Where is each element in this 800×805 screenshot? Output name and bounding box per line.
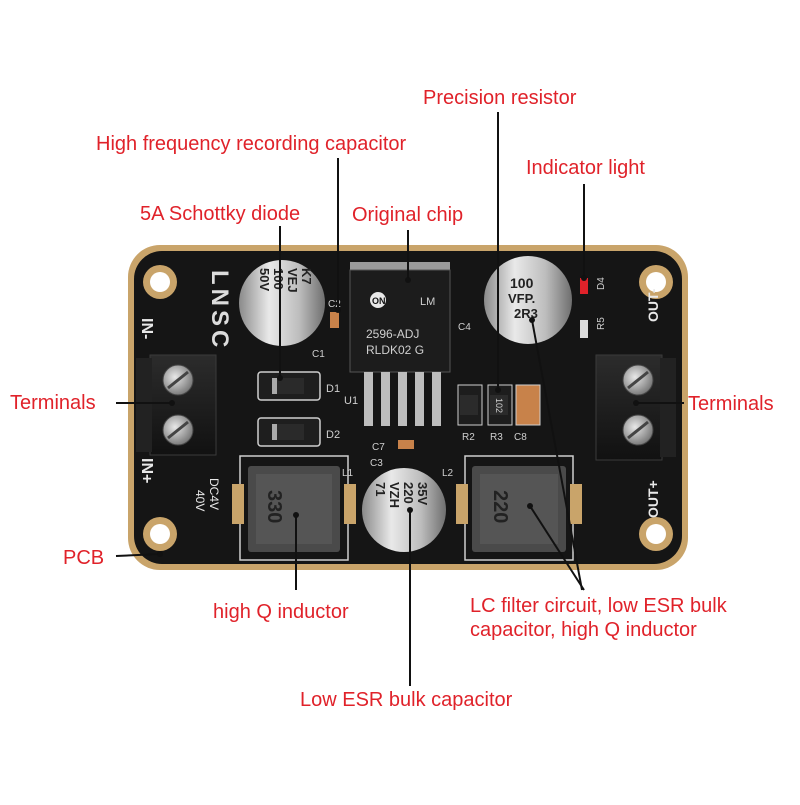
svg-text:R3: R3 xyxy=(490,432,503,443)
mounting-holes xyxy=(143,265,673,551)
svg-text:2596-ADJ: 2596-ADJ xyxy=(366,327,419,341)
svg-text:VFP.: VFP. xyxy=(508,291,535,306)
svg-text:100: 100 xyxy=(271,268,286,290)
svg-text:LM: LM xyxy=(420,296,435,308)
out-plus-silk: OUT+ xyxy=(645,480,661,518)
label-pcb: PCB xyxy=(63,547,105,569)
lm2596-chip: ON LM 2596-ADJ RLDK02 G xyxy=(349,262,451,426)
brand-silk: LNSC xyxy=(206,270,233,351)
label-terminals-left: Terminals xyxy=(10,392,96,414)
svg-text:U1: U1 xyxy=(344,395,358,407)
label-lc-filter: LC filter circuit, low ESR bulk capacito… xyxy=(470,595,727,641)
out-minus-silk: OUT- xyxy=(645,288,661,322)
resistor-r5 xyxy=(580,320,588,338)
svg-text:ON: ON xyxy=(372,296,386,306)
left-electrolytic-capacitor: K7 VEJ 100 50V xyxy=(239,260,325,346)
schottky-diode-d1 xyxy=(257,371,321,401)
svg-text:50V: 50V xyxy=(257,268,272,291)
leader-dots xyxy=(157,275,639,557)
leader-lc-capacitor xyxy=(531,319,583,591)
svg-text:L2: L2 xyxy=(442,468,454,479)
svg-text:35V: 35V xyxy=(415,482,430,505)
svg-text:220: 220 xyxy=(489,490,511,523)
leader-lines xyxy=(115,112,684,686)
svg-text:D2: D2 xyxy=(326,429,340,441)
dc-range-silk-1: DC4V xyxy=(207,478,221,510)
svg-text:71: 71 xyxy=(373,482,388,496)
label-terminals-right: Terminals xyxy=(688,393,774,415)
svg-text:D1: D1 xyxy=(326,383,340,395)
svg-text:R2: R2 xyxy=(462,432,475,443)
leader-lc-inductor xyxy=(529,505,585,591)
svg-text:RLDK02 G: RLDK02 G xyxy=(366,343,424,357)
svg-text:C1: C1 xyxy=(312,349,325,360)
svg-text:VEJ: VEJ xyxy=(285,268,300,293)
svg-text:R5: R5 xyxy=(596,317,607,330)
in-plus-silk: IN+ xyxy=(138,458,155,483)
svg-text:C3: C3 xyxy=(370,458,383,469)
label-low-esr-capacitor: Low ESR bulk capacitor xyxy=(300,689,513,711)
capacitor-c2 xyxy=(330,312,339,328)
inductor-l1: 330 xyxy=(232,455,356,561)
svg-text:C2: C2 xyxy=(328,299,341,310)
label-precision-resistor: Precision resistor xyxy=(423,87,577,109)
svg-text:330: 330 xyxy=(263,490,285,523)
dc-range-silk-2: 40V xyxy=(193,490,207,511)
label-high-q-inductor: high Q inductor xyxy=(213,601,349,623)
right-electrolytic-capacitor: 100 VFP. 2R3 xyxy=(484,256,572,344)
label-hf-capacitor: High frequency recording capacitor xyxy=(96,133,407,155)
svg-text:D4: D4 xyxy=(596,277,607,290)
right-terminal-block xyxy=(595,354,676,461)
svg-text:102: 102 xyxy=(494,398,504,413)
svg-text:C8: C8 xyxy=(514,432,527,443)
schottky-diode-d2 xyxy=(257,417,321,447)
svg-text:220: 220 xyxy=(401,482,416,504)
inductor-l2: 220 xyxy=(456,455,582,561)
indicator-led xyxy=(580,278,588,294)
label-original-chip: Original chip xyxy=(352,204,464,226)
middle-electrolytic-capacitor: 71 VZH 220 35V xyxy=(362,468,446,552)
label-schottky-diode: 5A Schottky diode xyxy=(140,203,301,225)
label-indicator-light: Indicator light xyxy=(526,157,645,179)
capacitor-c7 xyxy=(398,440,414,449)
svg-text:L1: L1 xyxy=(342,468,354,479)
svg-text:C4: C4 xyxy=(458,322,471,333)
left-terminal-block xyxy=(136,354,217,456)
in-minus-silk: IN- xyxy=(138,318,155,339)
svg-text:VZH: VZH xyxy=(387,482,402,508)
svg-text:K7: K7 xyxy=(299,268,314,285)
leader-pcb xyxy=(115,553,161,557)
svg-text:100: 100 xyxy=(510,275,534,291)
svg-text:C7: C7 xyxy=(372,442,385,453)
